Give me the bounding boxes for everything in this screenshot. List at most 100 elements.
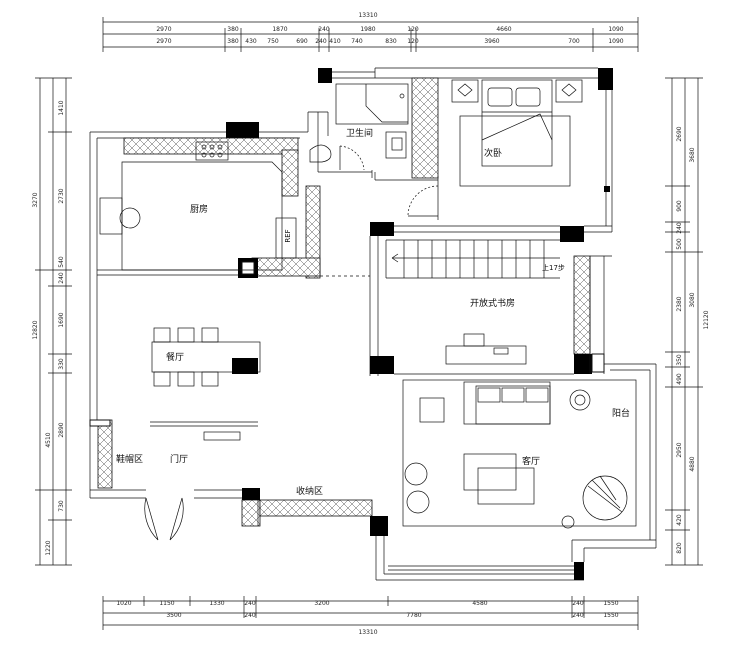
dim: 700 [568,38,580,45]
dim: 3960 [484,38,499,45]
dim: 730 [58,500,65,512]
dim: 740 [351,38,363,45]
room-label-study: 开放式书房 [470,297,515,309]
room-label-dining: 餐厅 [166,351,184,363]
dim: 2380 [676,296,683,311]
dim: 820 [676,542,683,554]
dim: 750 [267,38,279,45]
dim: 2730 [58,188,65,203]
dim: 1410 [58,100,65,115]
column [318,68,332,83]
column [370,516,388,536]
dim: 3270 [32,192,39,207]
living-furniture [404,381,628,529]
dim: 3080 [689,292,696,307]
right-dimension-lines [665,77,703,566]
dim: 2950 [676,442,683,457]
dim: 120 [407,38,419,45]
dim: 240 [572,612,584,619]
top-row1-dims: 2970 380 1870 240 1980 120 4660 1090 [156,26,623,33]
column [604,186,610,192]
bathroom-fixtures [309,83,409,171]
column [574,354,592,374]
column [598,68,613,90]
dim: 2690 [676,126,683,141]
dim: 1550 [603,600,618,607]
column [242,488,260,500]
dim: 500 [676,238,683,250]
bottom-dimension-lines [102,596,639,630]
dim: 2970 [156,38,171,45]
dim: 430 [245,38,257,45]
dim: 1220 [45,540,52,555]
top-row2-dims: 2970 380 430 750 690 240 410 740 830 120… [156,38,623,45]
staircase [377,236,560,280]
dim: 12820 [32,320,39,339]
dim: 4510 [45,432,52,447]
dim: 330 [58,358,65,370]
dim: 1330 [209,600,224,607]
dim: 350 [676,354,683,366]
room-label-kitchen: 厨房 [190,203,208,215]
top-dimension-lines [102,17,639,52]
column [226,122,259,139]
dim: 830 [385,38,397,45]
dim: 1020 [116,600,131,607]
room-label-foyer: 门厅 [170,453,188,465]
dim: 240 [244,612,256,619]
dim: 1690 [58,312,65,327]
dim: 240 [315,38,327,45]
dim: 3680 [689,147,696,162]
dim: 1550 [603,612,618,619]
dim: 4580 [472,600,487,607]
study-desk [445,333,527,365]
dim: 1870 [272,26,287,33]
dim: 2890 [58,422,65,437]
stairs-label: 上17步 [542,263,565,272]
room-label-bedroom: 次卧 [484,147,502,159]
fridge-label: REF [284,229,292,242]
dim: 7780 [406,612,421,619]
column [574,562,584,580]
dining-table [151,327,261,387]
dim: 240 [318,26,330,33]
dim: 490 [676,373,683,385]
dim: 240 [676,222,683,234]
dim: 540 [58,256,65,268]
bottom-row1-dims: 1020 1150 1330 240 3200 4580 240 1550 [116,600,618,607]
dim: 3200 [314,600,329,607]
room-labels: 卫生间 次卧 厨房 REF 上17步 开放式书房 餐厅 阳台 客厅 鞋帽区 门厅… [116,127,630,497]
room-label-living: 客厅 [522,455,540,467]
dim: 1980 [360,26,375,33]
right-outer-dims: 3680 3080 12120 4880 [689,147,710,471]
dim: 380 [227,26,239,33]
dim: 120 [407,26,419,33]
dim: 240 [572,600,584,607]
column [370,222,394,236]
dim: 2970 [156,26,171,33]
dim: 3500 [166,612,181,619]
dim: 900 [676,200,683,212]
dim: 420 [676,514,683,526]
dim: 12120 [703,310,710,329]
room-label-bathroom: 卫生间 [346,127,373,139]
right-inner-dims: 2690 900 240 500 2380 350 490 2950 420 8… [676,126,683,554]
walls [89,67,657,581]
left-inner-dims: 1410 2730 540 240 1690 330 2890 730 [58,100,65,512]
dim: 380 [227,38,239,45]
dim: 4660 [496,26,511,33]
dim: 410 [329,38,341,45]
room-label-shoe: 鞋帽区 [116,453,143,465]
kitchen-fixtures [99,141,297,271]
left-outer-dims: 3270 12820 4510 1220 [32,192,52,555]
bottom-row2-dims: 3500 240 7780 240 1550 [166,612,618,619]
bedroom-furniture [407,79,583,220]
dim: 1150 [159,600,174,607]
column [560,226,584,242]
dim: 240 [58,272,65,284]
left-dimension-lines [35,77,72,566]
top-total-dim: 13310 [358,12,377,19]
dim: 4880 [689,456,696,471]
bottom-total-dim: 13310 [358,629,377,636]
